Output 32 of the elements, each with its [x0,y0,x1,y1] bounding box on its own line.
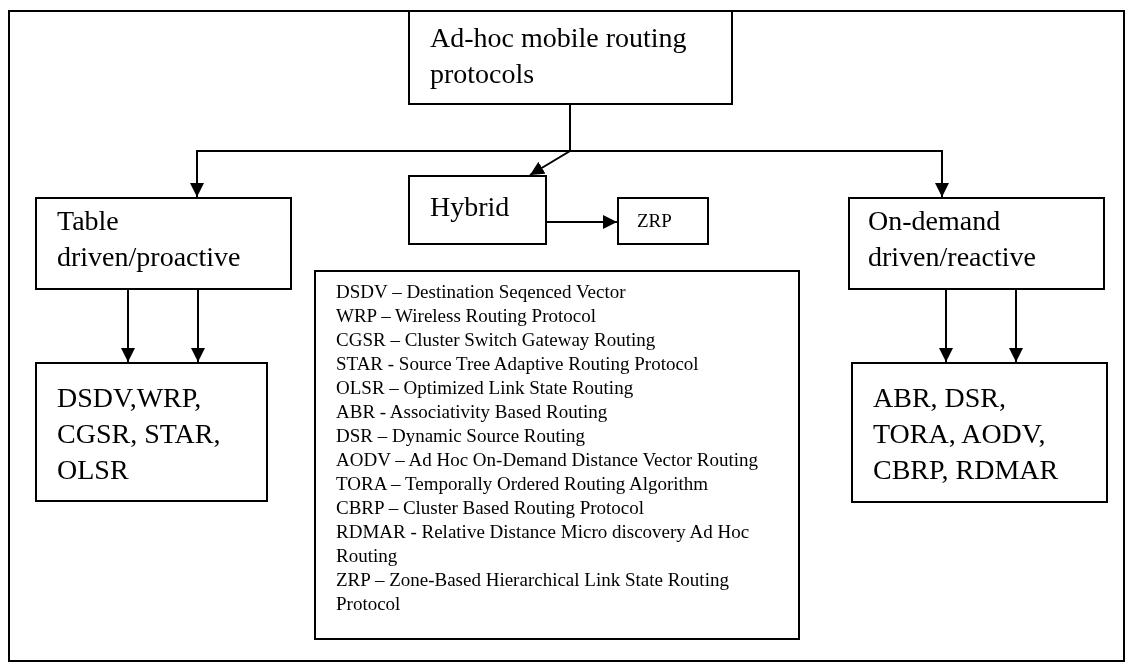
arrow [546,215,618,229]
abbreviation-text: TORA – Temporally Ordered Routing Algorithm [336,472,710,496]
category-box [35,197,292,290]
abbreviation-text: RDMAR - Relative Distance Micro discovery Ad Hoc Routing [336,520,751,568]
arrow [1009,289,1023,363]
abbreviation-text: ZRP – Zone-Based Hierarchical Link State Routing Protocol [336,568,730,616]
abbreviation-text: DSDV – Destination Seqenced Vector [336,280,627,304]
abbreviation-text: ABR - Associativity Based Routing [336,400,609,424]
node-label: DSDV,WRP, CGSR, STAR, OLSR [57,381,222,487]
arrow [191,289,205,363]
category-box [408,175,547,245]
node-label: ZRP [637,209,673,233]
protocol-box [617,197,709,245]
node-label: ABR, DSR, TORA, AODV, CBRP, RDMAR [873,381,1060,487]
abbreviation-text: AODV – Ad Hoc On-Demand Distance Vector Routing [336,448,759,472]
node-label: On-demand driven/reactive [868,204,1037,274]
abbreviation-box [314,270,800,640]
protocol-list-box [35,362,268,502]
node-label: Table driven/proactive [57,204,242,274]
root-box [408,10,733,105]
abbreviation-text: DSR – Dynamic Source Routing [336,424,587,448]
node-label: Ad-hoc mobile routing protocols [430,21,688,91]
node-label: Hybrid [430,190,511,224]
abbreviation-text: CGSR – Cluster Switch Gateway Routing [336,328,657,352]
protocol-list-box [851,362,1108,503]
abbreviation-text: OLSR – Optimized Link State Routing [336,376,635,400]
abbreviation-text: STAR - Source Tree Adaptive Routing Protocol [336,352,700,376]
abbreviation-text: WRP – Wireless Routing Protocol [336,304,597,328]
arrow [939,289,953,363]
arrow [121,289,135,363]
category-box [848,197,1105,290]
abbreviation-text: CBRP – Cluster Based Routing Protocol [336,496,646,520]
